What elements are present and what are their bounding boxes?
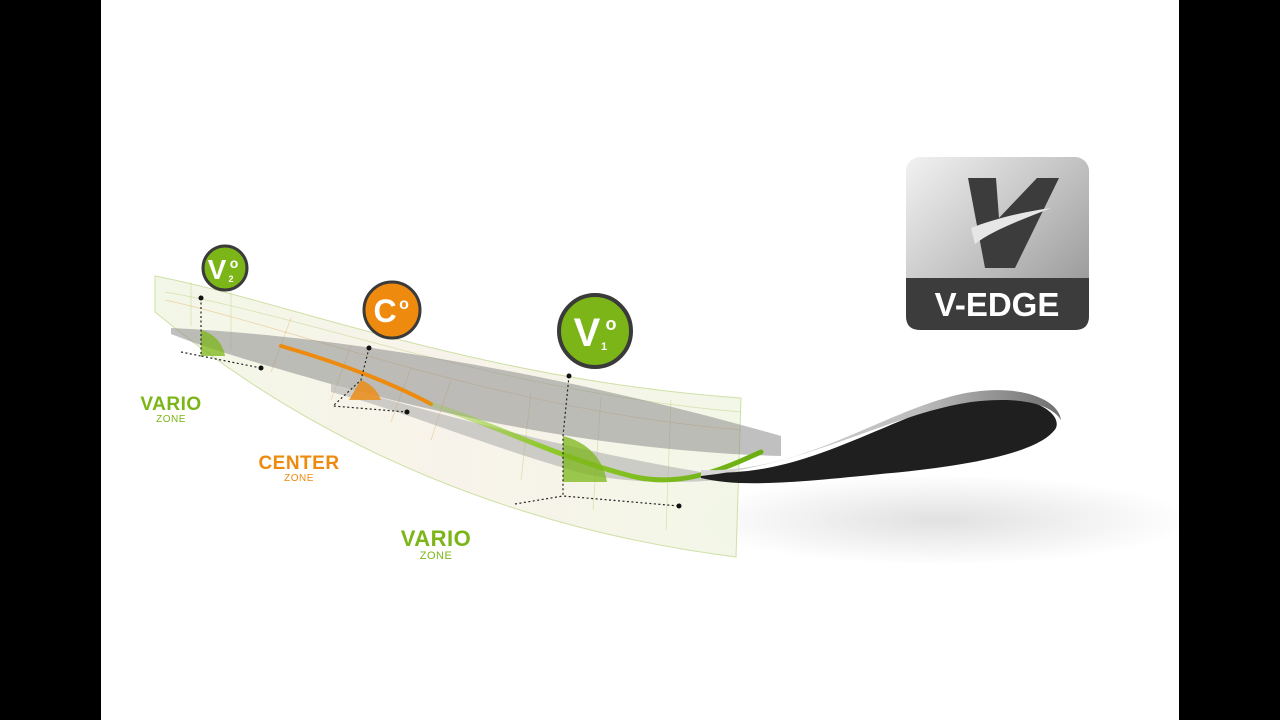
- v2-leader-end-dot: [258, 365, 264, 371]
- v-edge-logo: V-EDGE: [906, 157, 1089, 330]
- ski-edge-diagram: V o 2 C o V o 1 V-EDGE: [154, 157, 1179, 565]
- v1-angle-wedge: [563, 436, 607, 482]
- zone-label-vario-right: VARIO ZONE: [391, 528, 481, 562]
- center-angle-wedge: [349, 380, 381, 400]
- v-edge-logo-bottom: [906, 278, 1089, 330]
- marker-v2-sub: 2: [228, 274, 233, 284]
- marker-v2-sup: o: [230, 255, 239, 271]
- ski-edge-green: [428, 401, 764, 483]
- marker-center-letter: C: [373, 293, 396, 329]
- marker-v1-letter: V: [574, 311, 601, 355]
- ski-edge-orange: [279, 344, 433, 406]
- marker-v2-letter: V: [208, 254, 227, 285]
- v1-leader-end-dot: [676, 503, 682, 509]
- v2-angle-wedge: [201, 330, 225, 356]
- marker-center-sup: o: [399, 296, 409, 313]
- ski-tip-bottom: [701, 396, 1057, 484]
- diagram-stage: V o 2 C o V o 1 V-EDGE VARIO ZONE CENTER: [101, 0, 1179, 720]
- v-edge-logo-text: V-EDGE: [935, 286, 1060, 323]
- center-leader-dot: [366, 345, 372, 351]
- zone-label-vario-left-sub: ZONE: [156, 414, 186, 425]
- ski-shadow: [691, 475, 1179, 565]
- marker-v2-icon: [201, 244, 249, 292]
- marker-v1-sub: 1: [601, 341, 607, 353]
- zone-label-vario-right-main: VARIO: [400, 526, 472, 551]
- zone-label-center-main: CENTER: [258, 453, 340, 474]
- zone-label-vario-left-main: VARIO: [140, 394, 202, 415]
- marker-v1-icon: [557, 293, 633, 369]
- marker-center: C o: [362, 280, 422, 340]
- leader-lines: [180, 298, 680, 507]
- marker-v2: V o 2: [201, 244, 249, 292]
- marker-center-icon: [362, 280, 422, 340]
- center-leader-end-dot: [404, 409, 410, 415]
- zone-label-vario-left: VARIO ZONE: [131, 395, 211, 425]
- zone-label-center: CENTER ZONE: [251, 454, 347, 484]
- ski-tip-top: [701, 390, 1061, 476]
- zone-label-vario-right-sub: ZONE: [419, 550, 453, 562]
- marker-v1-sup: o: [606, 314, 617, 334]
- v2-leader-dot: [198, 295, 204, 301]
- marker-v1: V o 1: [557, 293, 633, 369]
- v1-leader-dot: [566, 373, 572, 379]
- zone-label-center-sub: ZONE: [284, 473, 314, 484]
- v-edge-logo-swoosh: [971, 208, 1051, 244]
